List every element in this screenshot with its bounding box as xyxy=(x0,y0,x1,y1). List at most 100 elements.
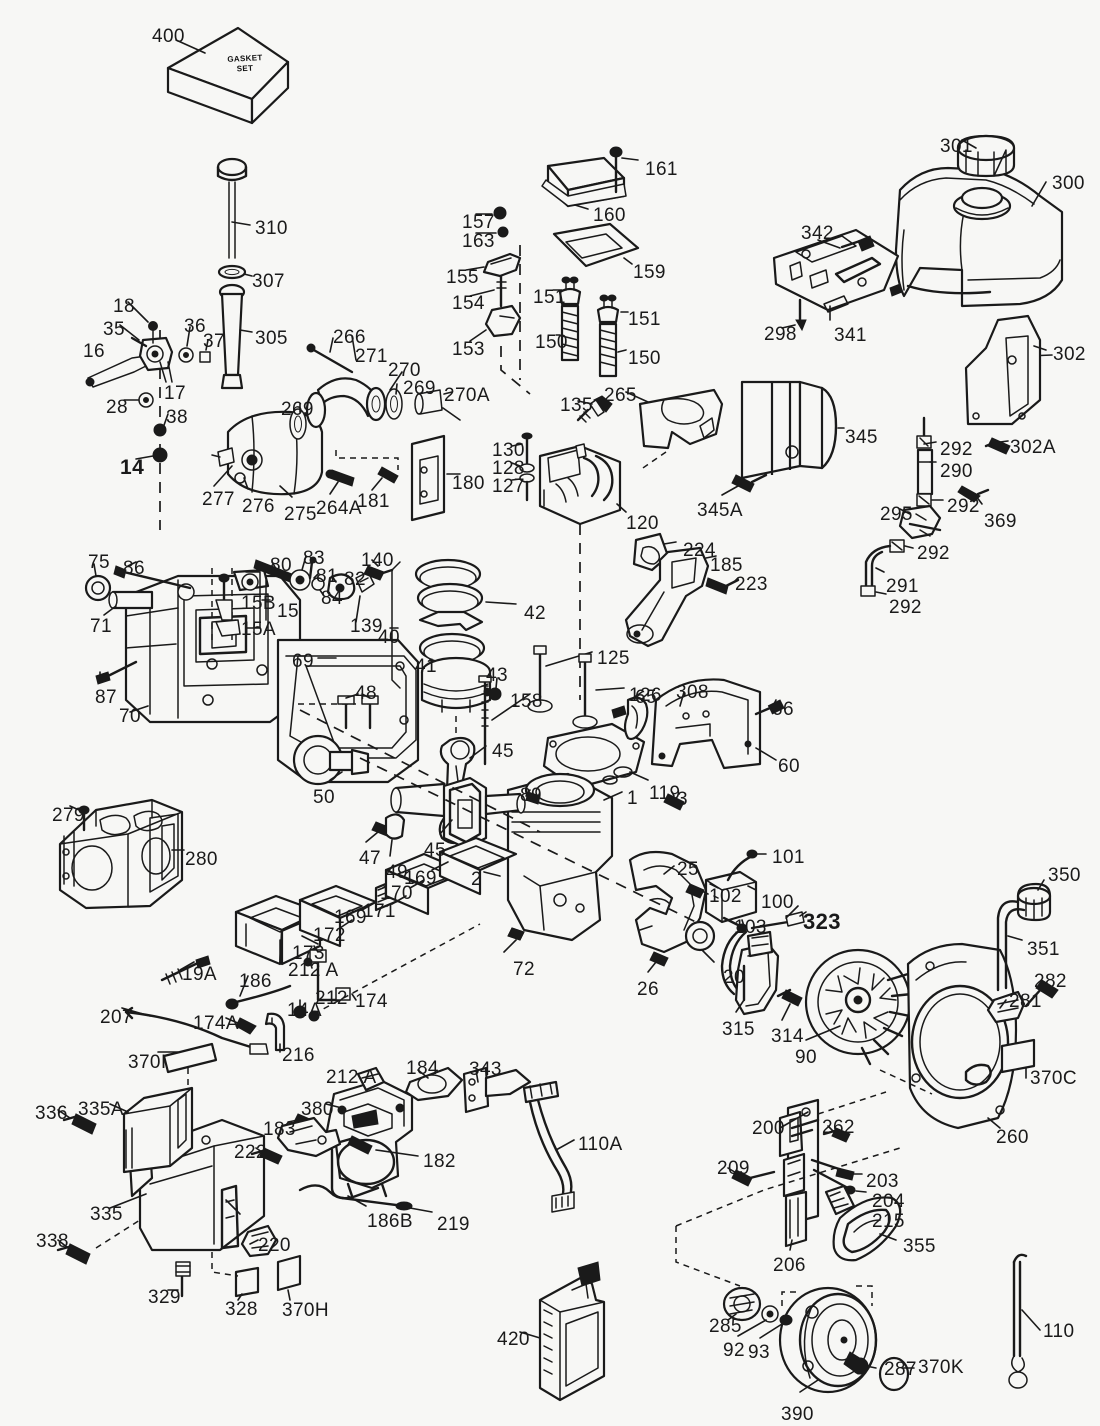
callout-275[interactable]: 275 xyxy=(284,504,317,525)
callout-43[interactable]: 43 xyxy=(486,665,508,686)
callout-171[interactable]: 171 xyxy=(363,901,396,922)
callout-160[interactable]: 160 xyxy=(593,205,626,226)
callout-128[interactable]: 128 xyxy=(492,458,525,479)
callout-174[interactable]: 174 xyxy=(355,991,388,1012)
callout-26[interactable]: 26 xyxy=(637,979,659,1000)
callout-45b[interactable]: 45 xyxy=(424,840,446,861)
callout-329[interactable]: 329 xyxy=(148,1287,181,1308)
callout-49[interactable]: 49 xyxy=(386,862,408,883)
callout-14[interactable]: 14 xyxy=(120,456,145,479)
callout-153[interactable]: 153 xyxy=(452,339,485,360)
callout-292d[interactable]: 292 xyxy=(889,597,922,618)
callout-314[interactable]: 314 xyxy=(771,1026,804,1047)
callout-66[interactable]: 66 xyxy=(772,699,794,720)
callout-323[interactable]: 323 xyxy=(803,909,841,934)
callout-223[interactable]: 223 xyxy=(735,574,768,595)
callout-38[interactable]: 38 xyxy=(166,407,188,428)
callout-89[interactable]: 89 xyxy=(520,785,542,806)
callout-151a[interactable]: 151 xyxy=(533,287,566,308)
callout-90[interactable]: 90 xyxy=(795,1047,817,1068)
callout-292a[interactable]: 292 xyxy=(940,439,973,460)
callout-172[interactable]: 172 xyxy=(313,925,346,946)
callout-343[interactable]: 343 xyxy=(469,1059,502,1080)
callout-47[interactable]: 47 xyxy=(359,848,381,869)
callout-60[interactable]: 60 xyxy=(778,756,800,777)
callout-369[interactable]: 369 xyxy=(984,511,1017,532)
callout-338[interactable]: 338 xyxy=(36,1231,69,1252)
callout-103[interactable]: 103 xyxy=(734,917,767,938)
callout-216[interactable]: 216 xyxy=(282,1045,315,1066)
callout-336[interactable]: 336 xyxy=(35,1103,68,1124)
callout-300[interactable]: 300 xyxy=(1052,173,1085,194)
callout-161[interactable]: 161 xyxy=(645,159,678,180)
callout-84[interactable]: 84 xyxy=(321,588,343,609)
callout-308[interactable]: 308 xyxy=(676,682,709,703)
callout-83[interactable]: 83 xyxy=(303,548,325,569)
callout-42[interactable]: 42 xyxy=(524,603,546,624)
callout-41[interactable]: 41 xyxy=(415,656,437,677)
callout-345[interactable]: 345 xyxy=(845,427,878,448)
callout-220[interactable]: 220 xyxy=(258,1235,291,1256)
callout-182[interactable]: 182 xyxy=(423,1151,456,1172)
callout-2[interactable]: 2 xyxy=(471,869,482,890)
callout-270[interactable]: 270 xyxy=(388,360,421,381)
callout-305[interactable]: 305 xyxy=(255,328,288,349)
callout-100[interactable]: 100 xyxy=(761,892,794,913)
callout-110A[interactable]: 110A xyxy=(578,1134,623,1155)
callout-1[interactable]: 1 xyxy=(627,788,638,809)
callout-75[interactable]: 75 xyxy=(88,552,110,573)
callout-298[interactable]: 298 xyxy=(764,324,797,345)
callout-301[interactable]: 301 xyxy=(940,136,973,157)
callout-16[interactable]: 16 xyxy=(83,341,105,362)
callout-80[interactable]: 80 xyxy=(270,555,292,576)
callout-186B[interactable]: 186B xyxy=(367,1211,413,1232)
callout-119[interactable]: 119 xyxy=(649,783,681,804)
callout-14A[interactable]: 14A xyxy=(287,1000,323,1021)
callout-174A[interactable]: 174A xyxy=(193,1013,239,1034)
callout-151b[interactable]: 151 xyxy=(628,309,661,330)
callout-203[interactable]: 203 xyxy=(866,1171,899,1192)
callout-222[interactable]: 222 xyxy=(234,1142,267,1163)
callout-350[interactable]: 350 xyxy=(1048,865,1081,886)
callout-342[interactable]: 342 xyxy=(801,223,834,244)
callout-180[interactable]: 180 xyxy=(452,473,485,494)
callout-150b[interactable]: 150 xyxy=(628,348,661,369)
callout-65[interactable]: 65 xyxy=(635,687,657,708)
callout-92[interactable]: 92 xyxy=(723,1340,745,1361)
callout-181[interactable]: 181 xyxy=(357,491,390,512)
callout-87[interactable]: 87 xyxy=(95,687,117,708)
callout-69[interactable]: 69 xyxy=(292,651,314,672)
callout-355[interactable]: 355 xyxy=(903,1236,936,1257)
callout-212A2[interactable]: 212 A xyxy=(326,1067,377,1088)
callout-45a[interactable]: 45 xyxy=(492,741,514,762)
callout-126[interactable]: 126 xyxy=(629,685,662,706)
callout-328[interactable]: 328 xyxy=(225,1299,258,1320)
callout-82[interactable]: 82 xyxy=(344,569,366,590)
callout-169a[interactable]: 169 xyxy=(404,868,437,889)
callout-36[interactable]: 36 xyxy=(184,316,206,337)
callout-28[interactable]: 28 xyxy=(106,397,128,418)
callout-292c[interactable]: 292 xyxy=(917,543,950,564)
callout-212A[interactable]: 212 A xyxy=(288,960,339,981)
callout-380[interactable]: 380 xyxy=(301,1099,334,1120)
callout-157[interactable]: 157 xyxy=(462,212,495,233)
callout-184[interactable]: 184 xyxy=(406,1058,439,1079)
callout-265[interactable]: 265 xyxy=(604,385,637,406)
callout-215[interactable]: 215 xyxy=(872,1211,905,1232)
callout-101[interactable]: 101 xyxy=(772,847,805,868)
callout-81[interactable]: 81 xyxy=(316,566,338,587)
callout-400[interactable]: 400 xyxy=(152,26,185,47)
callout-72[interactable]: 72 xyxy=(513,959,535,980)
callout-219[interactable]: 219 xyxy=(437,1214,470,1235)
callout-159[interactable]: 159 xyxy=(633,262,666,283)
callout-370C[interactable]: 370C xyxy=(1030,1068,1078,1089)
callout-71[interactable]: 71 xyxy=(90,616,112,637)
callout-70[interactable]: 70 xyxy=(119,706,141,727)
callout-276[interactable]: 276 xyxy=(242,496,275,517)
callout-420[interactable]: 420 xyxy=(497,1329,530,1350)
callout-310[interactable]: 310 xyxy=(255,218,288,239)
callout-3[interactable]: 3 xyxy=(677,789,688,810)
callout-266[interactable]: 266 xyxy=(333,327,366,348)
callout-302A[interactable]: 302A xyxy=(1010,437,1056,458)
callout-170[interactable]: 170 xyxy=(380,883,413,904)
